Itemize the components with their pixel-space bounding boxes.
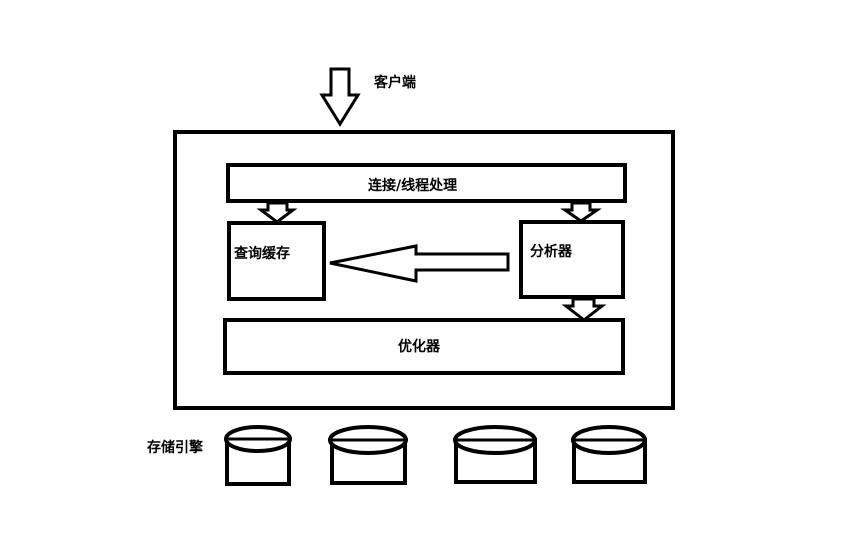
query-cache-box xyxy=(227,221,326,301)
server-box xyxy=(173,130,675,410)
connection-to-cache-arrow xyxy=(256,201,298,224)
client-down-arrow xyxy=(319,67,361,127)
parser-to-cache-arrow xyxy=(329,244,510,283)
parser-label: 分析器 xyxy=(530,243,573,260)
storage-engine-label: 存储引擎 xyxy=(147,439,203,456)
connection-to-parser-arrow xyxy=(560,201,602,223)
parser-box xyxy=(519,220,625,299)
storage-engine-cylinder xyxy=(328,425,408,485)
connection-handling-box xyxy=(226,163,627,203)
storage-engine-cylinder xyxy=(224,425,292,486)
storage-engine-cylinder xyxy=(571,425,647,484)
client-label: 客户端 xyxy=(373,74,416,91)
query-cache-label: 查询缓存 xyxy=(234,245,290,262)
optimizer-box xyxy=(223,318,625,375)
optimizer-label: 优化器 xyxy=(398,338,441,355)
parser-to-optimizer-arrow xyxy=(561,297,607,322)
storage-engine-cylinder xyxy=(453,425,537,484)
connection-handling-label: 连接/线程处理 xyxy=(368,177,457,194)
